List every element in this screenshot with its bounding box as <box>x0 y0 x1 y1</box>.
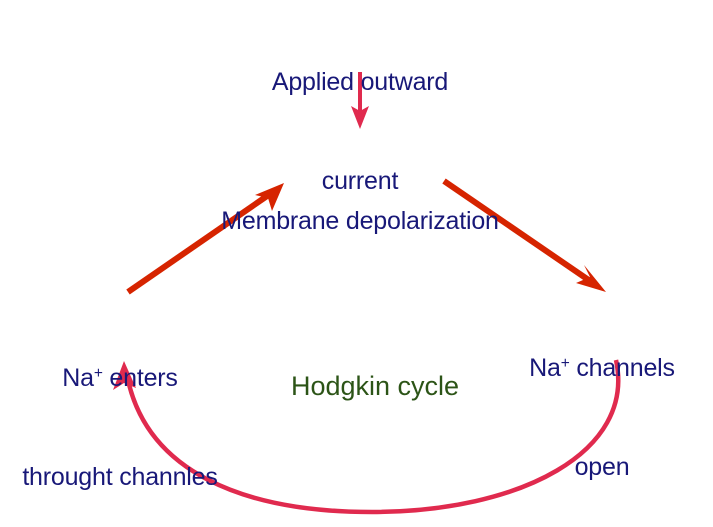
plus-superscript: + <box>93 364 103 382</box>
node-applied-outward-current: Applied outward current <box>207 0 513 264</box>
node-na-channels-open: Na+ channels open <box>496 286 708 527</box>
node-line-2: throught channles <box>22 463 218 491</box>
arrow-head <box>113 361 136 390</box>
node-line-2: current <box>321 167 399 195</box>
plus-superscript: + <box>560 354 570 372</box>
arrow-na-enters-to-membrane <box>126 183 284 295</box>
node-membrane-depolarization: Membrane depolarization <box>157 139 563 304</box>
na-text: Na <box>529 354 561 382</box>
node-line-1: Na+ enters <box>0 362 240 395</box>
arrow-applied-to-membrane <box>351 72 369 129</box>
arrow-head <box>576 265 606 292</box>
arrow-membrane-to-channels-open <box>442 178 606 292</box>
arrow-shaft <box>125 359 621 515</box>
arrow-shaft <box>126 191 272 295</box>
enters-text: enters <box>102 364 178 392</box>
node-na-enters-through-channels: Na+ enters throught channles <box>0 296 240 527</box>
arrow-channels-open-to-na-enters <box>113 359 621 515</box>
arrow-head <box>255 183 284 211</box>
node-line-2: open <box>574 453 630 481</box>
cycle-title: Hodgkin cycle <box>290 371 460 401</box>
node-line-1: Na+ channels <box>496 352 708 385</box>
node-line-1: Membrane depolarization <box>221 207 499 235</box>
node-line-1: Applied outward <box>271 68 449 96</box>
channels-text: channels <box>569 354 675 382</box>
na-text: Na <box>62 364 94 392</box>
arrow-shaft <box>442 178 595 286</box>
arrow-head <box>351 106 369 129</box>
